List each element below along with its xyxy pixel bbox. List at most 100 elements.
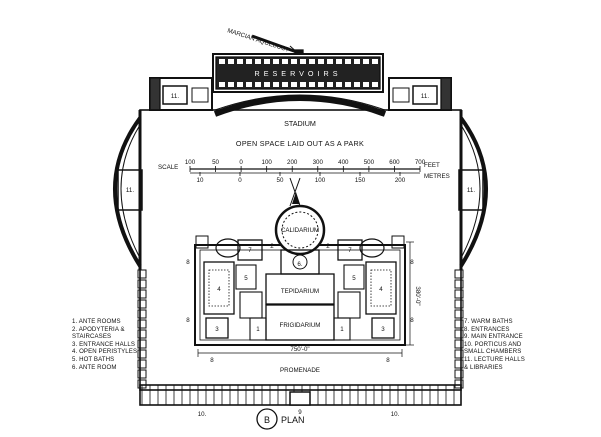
entrance-8-right-top: 8 <box>410 259 414 266</box>
colonnade-cell-right <box>454 379 464 389</box>
colonnade-cell-right <box>454 339 464 349</box>
scale-feet-label: 100 <box>262 159 273 166</box>
reservoir-block <box>212 53 384 93</box>
room-4-right: 4 <box>379 286 383 293</box>
reservoir-cell <box>219 59 225 64</box>
scale-metre-label: 100 <box>315 177 326 184</box>
colonnade-cell-left <box>137 309 147 319</box>
scale-metre-label: 10 <box>197 177 204 184</box>
aqueduct-label: MARCIAN AQUEDUCT <box>226 27 290 54</box>
scale-feet-label: 50 <box>212 159 219 166</box>
room-3-right: 3 <box>381 326 385 333</box>
reservoir-cell <box>246 82 252 87</box>
scale-metre-label: 0 <box>238 177 242 184</box>
colonnade-cell-right <box>454 349 464 359</box>
legend-entry: 1. ANTE ROOMS <box>72 318 121 325</box>
entrance-8-right-bottom: 8 <box>410 317 414 324</box>
dimension-height-label: 380'-0" <box>414 286 421 305</box>
reservoir-cell <box>255 59 261 64</box>
reservoir-cell <box>300 59 306 64</box>
colonnade-cell-right <box>454 279 464 289</box>
colonnade-cell-left <box>137 329 147 339</box>
plan-badge-circle <box>256 408 278 430</box>
room-11-top-left: 11. <box>171 93 179 100</box>
reservoir-cell <box>255 82 261 87</box>
scale-feet-label: 500 <box>364 159 375 166</box>
reservoir-cell <box>327 59 333 64</box>
scale-feet-label: 0 <box>239 159 243 166</box>
legend-entry: 7. WARM BATHS <box>464 318 513 325</box>
room-2-right: 2 <box>326 243 330 250</box>
reservoir-cell <box>300 82 306 87</box>
plan-word: PLAN <box>281 415 305 425</box>
colonnade-cell-left <box>137 339 147 349</box>
reservoir-cell <box>264 59 270 64</box>
reservoir-cell <box>363 82 369 87</box>
room-5-right: 5 <box>352 275 356 282</box>
reservoir-cell <box>282 82 288 87</box>
legend-entry: 4. OPEN PERISTYLES <box>72 348 138 356</box>
stadium-label: STADIUM <box>284 119 316 128</box>
legend-entry: 10. PORTICUS AND <box>464 340 522 348</box>
colonnade-cell-right <box>454 319 464 329</box>
metres-label: METRES <box>424 173 450 180</box>
scale-metre-label: 50 <box>277 177 284 184</box>
reservoir-cell <box>228 59 234 64</box>
reservoir-cell <box>282 59 288 64</box>
legend-entry: 2. APODYTERIA & <box>72 325 125 333</box>
open-space-label: OPEN SPACE LAID OUT AS A PARK <box>236 139 364 148</box>
exedra-right <box>458 110 488 270</box>
reservoir-cell <box>345 82 351 87</box>
colonnade-cell-left <box>137 279 147 289</box>
scale-feet-label: 400 <box>338 159 349 166</box>
scale-feet-label: 100 <box>185 159 196 166</box>
frigidarium-label: FRIGIDARIUM <box>280 322 321 329</box>
reservoir-cell <box>273 82 279 87</box>
reservoir-cell <box>318 82 324 87</box>
room-1-left: 1 <box>256 326 260 333</box>
reservoir-cell <box>264 82 270 87</box>
colonnade-cell-left <box>137 349 147 359</box>
entrance-8-bottom-right: 8 <box>386 357 390 364</box>
colonnade-cell-right <box>454 289 464 299</box>
entrance-8-left-top: 8 <box>186 259 190 266</box>
reservoir-cell <box>309 59 315 64</box>
scale-feet-label: 300 <box>313 159 324 166</box>
promenade-label: PROMENADE <box>280 367 320 374</box>
room-7-left: 7 <box>248 247 252 254</box>
tepidarium-label: TEPIDARIUM <box>281 288 319 295</box>
reservoir-cell <box>309 82 315 87</box>
colonnade-cell-left <box>137 359 147 369</box>
dimension-width-label: 750'-0" <box>290 346 309 353</box>
entrance-8-bottom-left: 8 <box>210 357 214 364</box>
reservoir-cell <box>345 59 351 64</box>
lecture-hall-top-right <box>388 77 452 111</box>
reservoir-cell <box>354 82 360 87</box>
porticus-bottom <box>139 384 462 406</box>
feet-label: FEET <box>424 162 440 169</box>
legend-entry: 9. MAIN ENTRANCE <box>464 333 523 341</box>
colonnade-cell-left <box>137 319 147 329</box>
reservoir-cell <box>336 82 342 87</box>
legend-entry: 8. ENTRANCES <box>464 325 510 333</box>
caldarium-label: CALIDARIUM <box>281 227 319 234</box>
reservoir-cell <box>237 59 243 64</box>
colonnade-cell-left <box>137 369 147 379</box>
entrance-8-left-bottom: 8 <box>186 317 190 324</box>
reservoirs-label: RESERVOIRS <box>255 69 342 78</box>
reservoir-cell <box>363 59 369 64</box>
stadium-curve <box>213 95 387 117</box>
legend-entry: 3. ENTRANCE HALLS <box>72 340 135 348</box>
reservoir-cell <box>273 59 279 64</box>
room-5-left: 5 <box>244 275 248 282</box>
reservoir-cell <box>372 82 378 87</box>
room-11-right: 11. <box>467 187 475 194</box>
colonnade-cell-right <box>454 309 464 319</box>
room-11-left: 11. <box>126 187 134 194</box>
room-11-top-right: 11. <box>421 93 429 100</box>
room-4-left: 4 <box>217 286 221 293</box>
main-entrance-9: 9 <box>298 409 302 416</box>
scale-bar <box>189 166 421 176</box>
